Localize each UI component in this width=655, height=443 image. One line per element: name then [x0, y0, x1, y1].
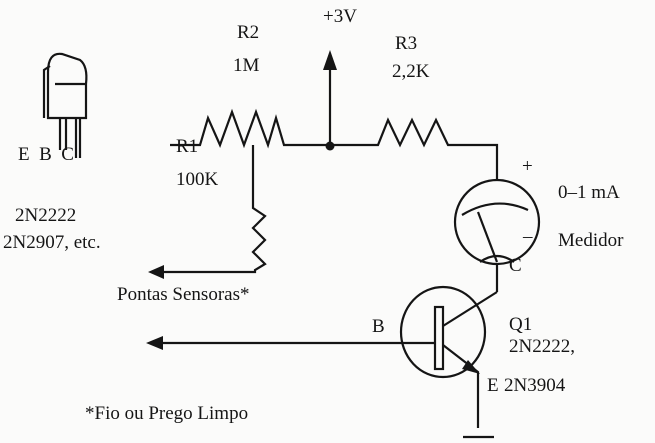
r3-value: 2,2K [392, 61, 430, 82]
pinout-type-2: 2N2907, etc. [3, 232, 101, 253]
r1-label: R1 [176, 136, 198, 157]
pinout-type-1: 2N2222 [15, 205, 76, 226]
meter-plus: + [522, 156, 533, 177]
r3-label: R3 [395, 33, 417, 54]
r1-resistor [162, 200, 267, 274]
q1-type-2: 2N3904 [504, 375, 566, 396]
pinout-labels: E B C [18, 144, 74, 165]
meter-range: 0–1 mA [558, 182, 620, 203]
footnote: *Fio ou Prego Limpo [85, 403, 248, 424]
r2-value: 1M [233, 55, 260, 76]
probes-label: Pontas Sensoras* [117, 284, 249, 305]
r2-potentiometer [170, 108, 330, 200]
supply-arrow-icon [323, 50, 337, 151]
q1-type-1: 2N2222, [509, 336, 575, 357]
q1-pin-c: C [509, 255, 522, 276]
meter-label: Medidor [558, 230, 624, 251]
probe-arrow-icon [148, 265, 164, 279]
q1-pin-e: E [487, 375, 499, 396]
q1-label: Q1 [509, 314, 532, 335]
r1-value: 100K [176, 169, 219, 190]
supply-voltage: +3V [323, 6, 357, 27]
r2-label: R2 [237, 22, 259, 43]
q1-pin-b: B [372, 316, 385, 337]
r3-resistor [330, 117, 499, 180]
meter-minus: – [522, 226, 533, 247]
transistor-q1-icon [146, 285, 498, 439]
transistor-package-icon [42, 52, 88, 158]
meter-icon [453, 178, 541, 292]
